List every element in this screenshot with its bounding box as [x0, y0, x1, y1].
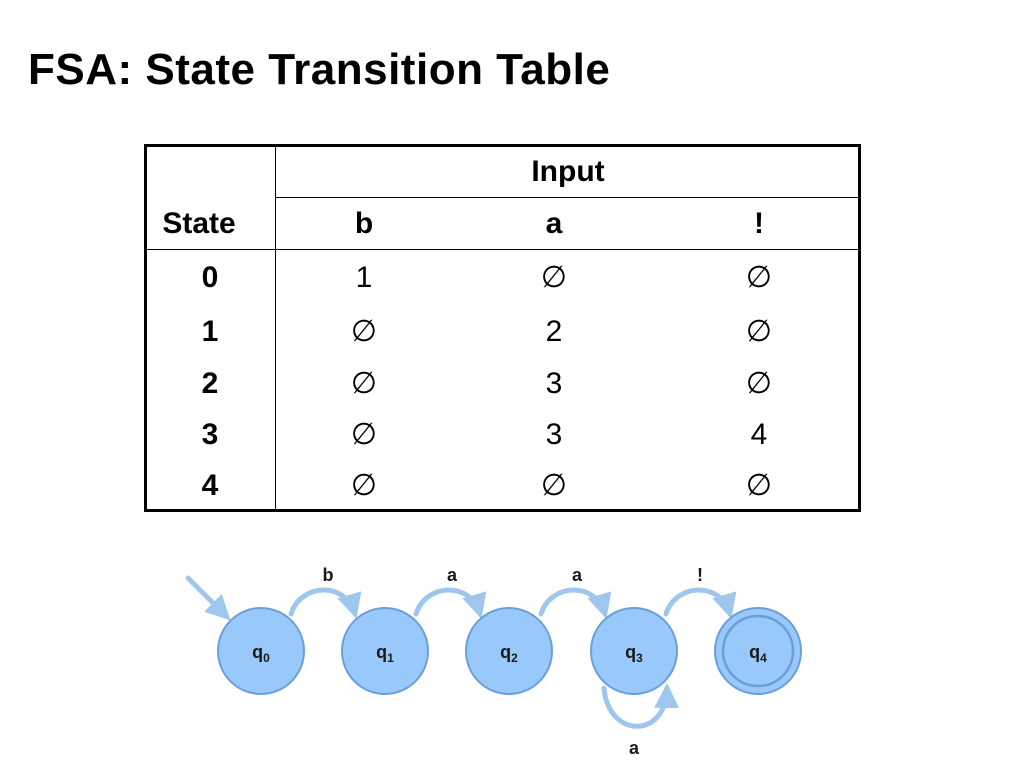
row-state-1: 1: [201, 315, 219, 348]
input-header: Input: [531, 155, 605, 188]
state-node-q4: [714, 607, 802, 695]
cell-2-b: ∅: [350, 367, 378, 400]
state-label-q0: q0: [252, 642, 270, 665]
cell-0-b: 1: [355, 261, 373, 294]
start-arrow: [185, 575, 231, 621]
transition-arrow-q3-q4: [663, 587, 737, 619]
loop-arrow-q3: [601, 683, 680, 729]
state-label-q2: q2: [500, 642, 518, 665]
row-state-0: 0: [201, 261, 219, 294]
row-state-2: 2: [201, 367, 219, 400]
cell-4-a: ∅: [540, 469, 568, 502]
transition-arrow-q2-q3: [538, 587, 612, 619]
row-state-3: 3: [201, 418, 219, 451]
state-label-q4: q4: [749, 642, 767, 665]
cell-2-bang: ∅: [745, 367, 773, 400]
column-header-a: a: [545, 207, 563, 240]
cell-0-bang: ∅: [745, 261, 773, 294]
row-state-4: 4: [201, 469, 219, 502]
cell-0-a: ∅: [540, 261, 568, 294]
state-header: State: [162, 207, 236, 240]
slide-title: FSA: State Transition Table: [28, 45, 611, 94]
transition-label-a-2: a: [572, 565, 583, 585]
cell-1-b: ∅: [350, 315, 378, 348]
body-divider: [147, 249, 858, 250]
cell-4-b: ∅: [350, 469, 378, 502]
cell-4-bang: ∅: [745, 469, 773, 502]
transition-label-b: b: [323, 565, 334, 585]
transition-arrow-q0-q1: [288, 587, 362, 619]
column-header-b: b: [354, 207, 374, 240]
transition-table: Input State b a ! 0 1 ∅ ∅ 1 ∅ 2 ∅ 2 ∅ 3 …: [144, 144, 861, 512]
cell-1-bang: ∅: [745, 315, 773, 348]
column-divider: [275, 147, 276, 509]
transition-label-a-1: a: [447, 565, 458, 585]
cell-3-b: ∅: [350, 418, 378, 451]
state-node-q2: [465, 607, 553, 695]
state-node-q3: [590, 607, 678, 695]
column-header-bang: !: [754, 207, 764, 240]
header-divider: [275, 197, 858, 198]
state-label-q1: q1: [376, 642, 394, 665]
state-node-q0: [217, 607, 305, 695]
state-label-q3: q3: [625, 642, 643, 665]
state-node-q1: [341, 607, 429, 695]
transition-label-bang: !: [697, 565, 703, 585]
transition-arrow-q1-q2: [413, 587, 487, 619]
cell-2-a: 3: [545, 367, 563, 400]
loop-label-a: a: [629, 738, 640, 758]
cell-3-a: 3: [545, 418, 563, 451]
accept-ring-q4: [721, 614, 795, 688]
cell-1-a: 2: [545, 315, 563, 348]
cell-3-bang: 4: [750, 418, 768, 451]
